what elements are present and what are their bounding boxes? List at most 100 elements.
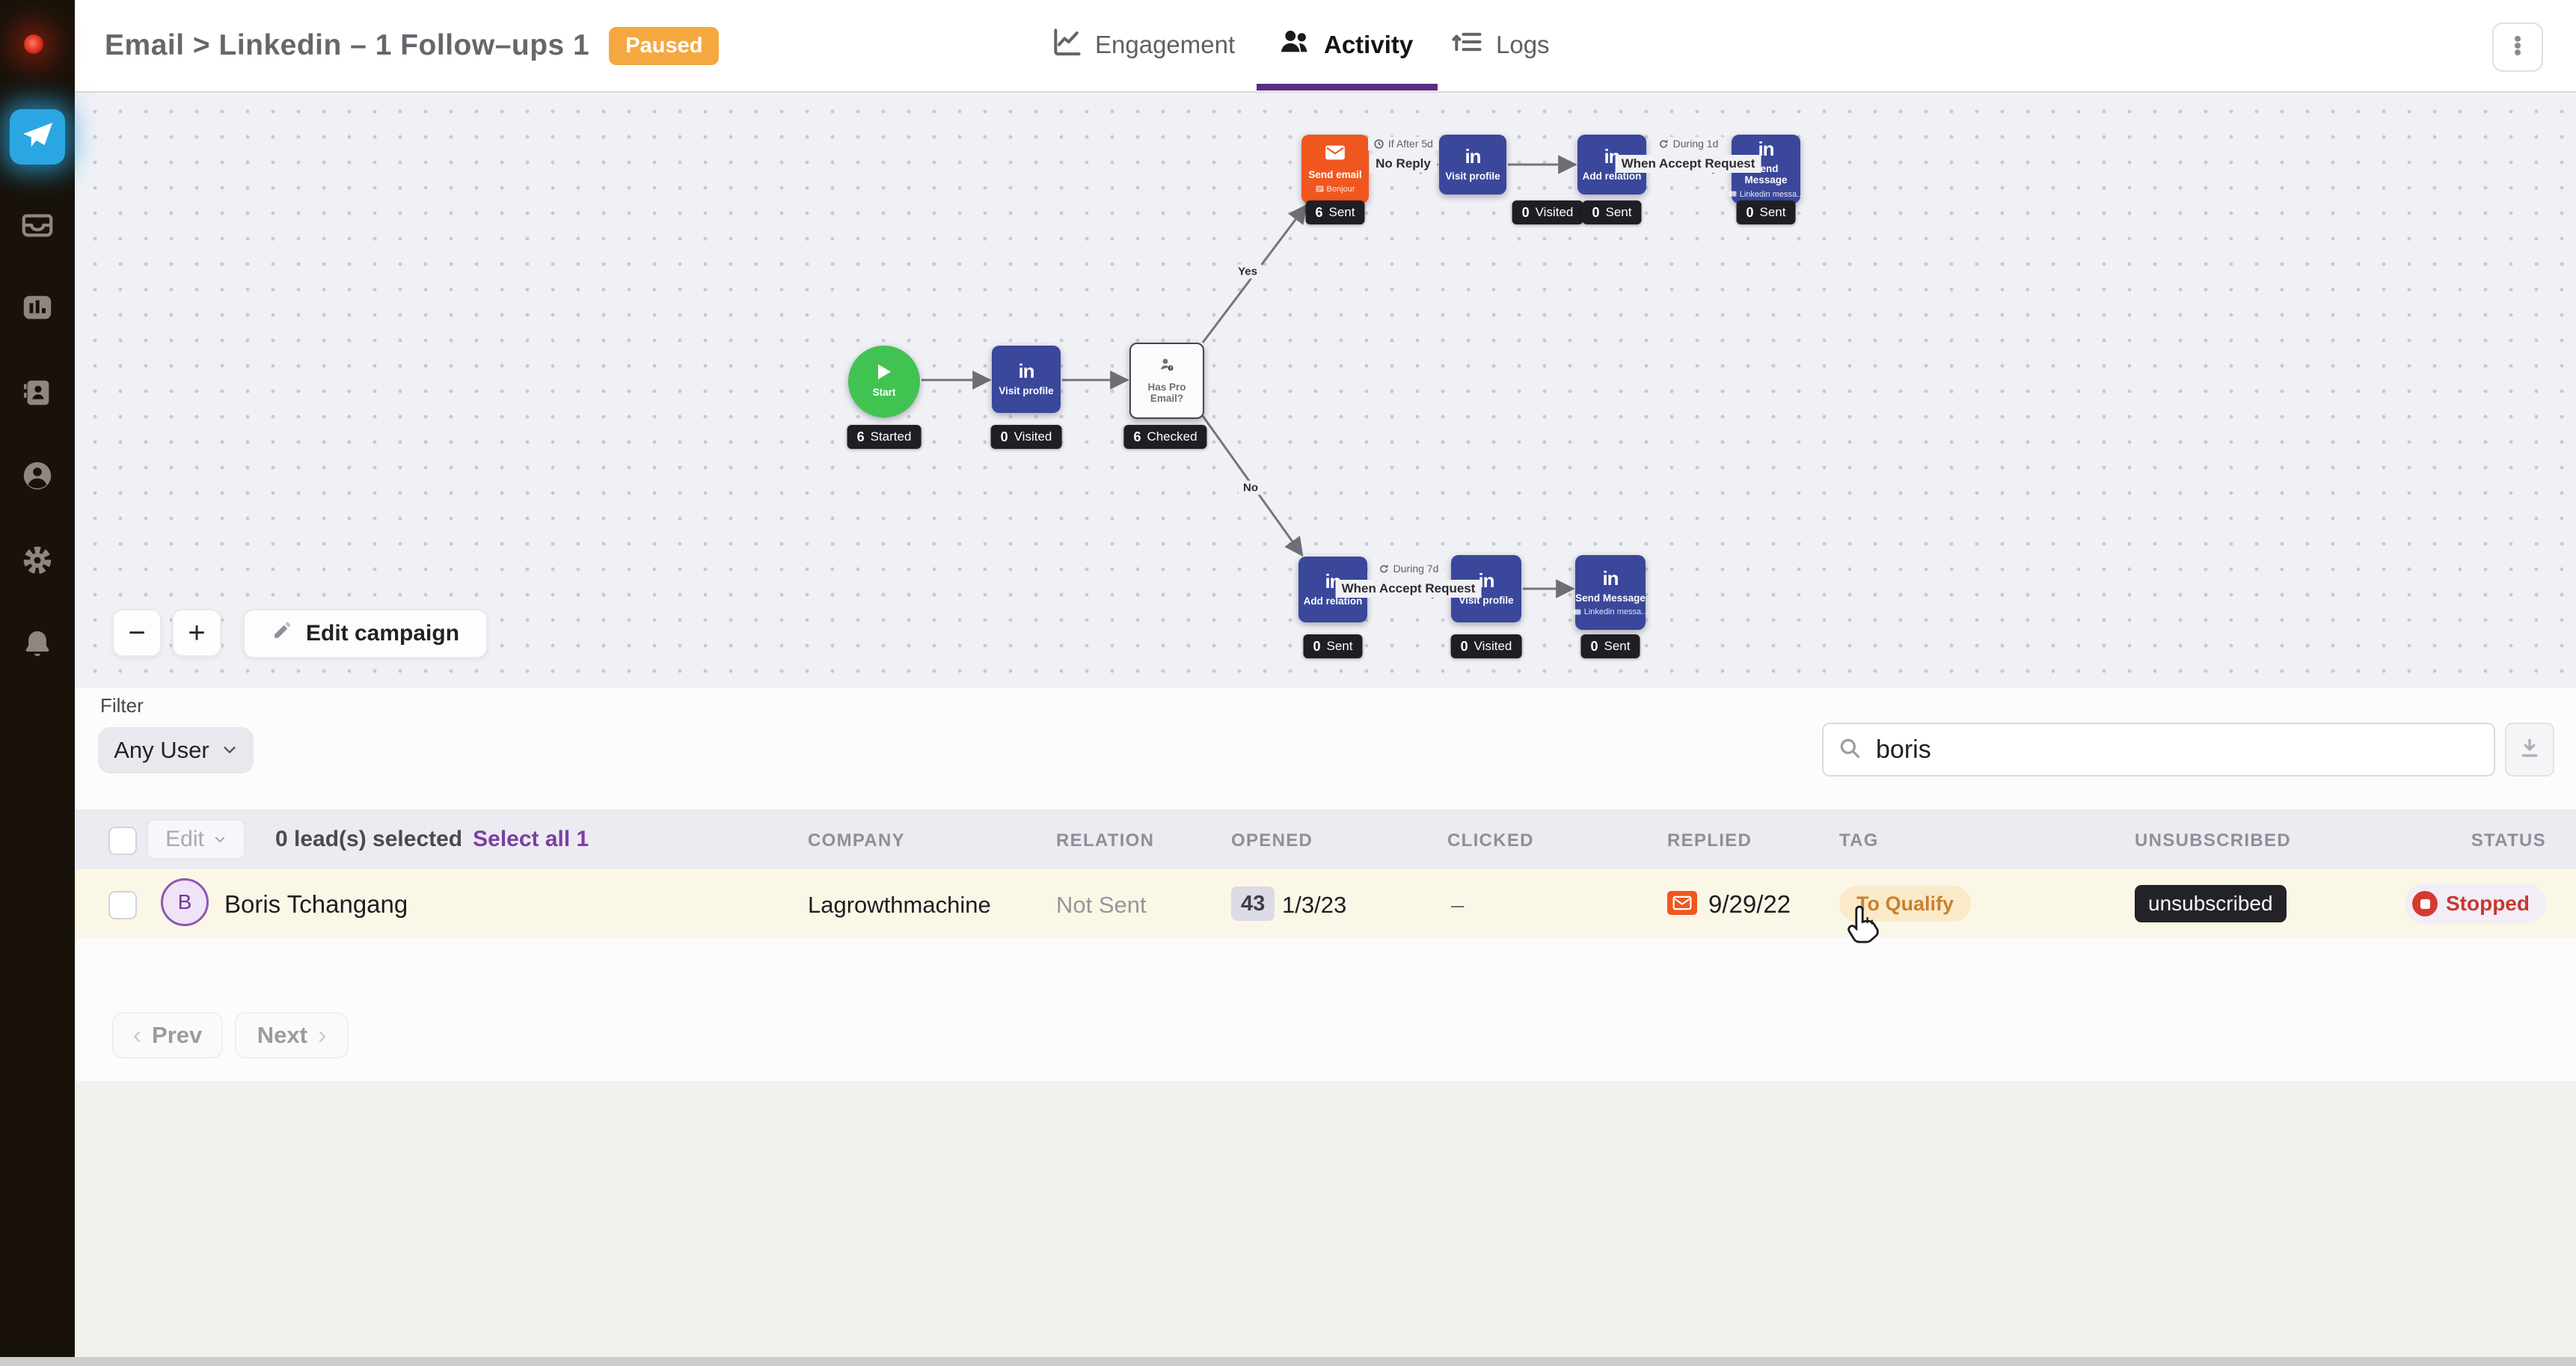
pencil-icon bbox=[272, 620, 292, 647]
export-button[interactable] bbox=[2505, 723, 2554, 777]
filter-label: Filter bbox=[100, 694, 144, 717]
zoom-in-button[interactable]: + bbox=[172, 609, 221, 657]
envelope-icon bbox=[1325, 144, 1346, 165]
refresh-icon bbox=[1380, 564, 1388, 573]
column-header-clicked: CLICKED bbox=[1447, 830, 1534, 851]
sidebar-item-settings[interactable] bbox=[19, 544, 55, 580]
footer-area bbox=[75, 1081, 2576, 1357]
sidebar-item-notifications[interactable] bbox=[19, 628, 55, 664]
user-filter-select[interactable]: Any User bbox=[98, 727, 254, 774]
sidebar-item-reports[interactable] bbox=[19, 291, 55, 327]
flow-node-send-message-2[interactable]: in Send Message Linkedin messa... bbox=[1573, 555, 1648, 630]
edge-condition: If After 5d bbox=[1368, 137, 1438, 150]
flow-node-has-pro-email[interactable]: ? Has Pro Email? bbox=[1129, 343, 1204, 419]
leads-panel: Filter Any User Edit bbox=[75, 688, 2576, 1081]
message-icon bbox=[1573, 609, 1581, 615]
people-icon bbox=[1278, 25, 1312, 65]
search-icon bbox=[1837, 735, 1862, 765]
status-badge: Paused bbox=[609, 26, 720, 65]
edge-condition: During 1d bbox=[1652, 137, 1724, 150]
next-page-button[interactable]: Next › bbox=[235, 1012, 349, 1059]
flow-node-visit-profile-2[interactable]: in Visit profile bbox=[1439, 135, 1506, 195]
clock-icon bbox=[1374, 138, 1384, 149]
download-icon bbox=[2518, 736, 2542, 764]
chevron-down-icon bbox=[221, 737, 238, 764]
edge-condition: During 7d bbox=[1373, 562, 1444, 575]
message-icon bbox=[1729, 191, 1737, 197]
zoom-out-button[interactable]: − bbox=[112, 609, 162, 657]
tab-label: Activity bbox=[1324, 31, 1414, 58]
tab-label: Engagement bbox=[1095, 31, 1236, 58]
top-bar: Email > Linkedin – 1 Follow–ups 1 Paused… bbox=[75, 0, 2576, 93]
flow-node-send-email[interactable]: Send email Bonjour bbox=[1301, 135, 1369, 203]
sidebar-item-inbox[interactable] bbox=[19, 209, 55, 245]
replied-date: 9/29/22 bbox=[1708, 890, 1791, 918]
column-header-unsubscribed: UNSUBSCRIBED bbox=[2135, 830, 2291, 851]
select-all-link[interactable]: Select all 1 bbox=[473, 827, 589, 851]
tab-activity[interactable]: Activity bbox=[1278, 0, 1413, 90]
tab-engagement[interactable]: Engagement bbox=[1050, 0, 1235, 90]
bell-icon bbox=[20, 627, 55, 665]
opened-count-badge: 43 bbox=[1231, 886, 1275, 921]
chevron-down-icon bbox=[213, 827, 227, 852]
sidebar-item-contacts[interactable] bbox=[19, 376, 55, 412]
selection-summary: 0 lead(s) selected Select all 1 bbox=[275, 809, 589, 869]
recording-indicator-icon bbox=[24, 34, 43, 54]
line-chart-icon bbox=[1050, 25, 1083, 64]
flow-node-visit-profile-1[interactable]: in Visit profile bbox=[992, 346, 1061, 413]
bar-chart-icon bbox=[20, 290, 55, 328]
selected-count-text: 0 lead(s) selected bbox=[275, 827, 463, 851]
refresh-icon bbox=[1660, 139, 1668, 148]
edge-label: No Reply bbox=[1370, 155, 1437, 173]
play-icon bbox=[877, 364, 891, 380]
branch-label-yes: Yes bbox=[1233, 264, 1262, 279]
linkedin-icon: in bbox=[1602, 566, 1619, 589]
lead-relation: Not Sent bbox=[1056, 892, 1147, 918]
breadcrumb: Email > Linkedin – 1 Follow–ups 1 Paused bbox=[105, 0, 720, 91]
table-row[interactable]: B Boris Tchangang Lagrowthmachine Not Se… bbox=[75, 869, 2576, 938]
more-options-button[interactable] bbox=[2492, 22, 2543, 72]
opened-date: 1/3/23 bbox=[1282, 892, 1347, 918]
row-checkbox[interactable] bbox=[108, 891, 137, 919]
page-title: Email > Linkedin – 1 Follow–ups 1 bbox=[105, 29, 590, 61]
window-bottom-edge bbox=[0, 1357, 2576, 1366]
flow-node-start[interactable]: Start bbox=[848, 346, 920, 417]
tab-logs[interactable]: Logs bbox=[1451, 0, 1550, 90]
address-book-icon bbox=[20, 376, 55, 414]
avatar: B bbox=[161, 878, 209, 926]
sidebar-item-account[interactable] bbox=[19, 459, 55, 495]
linkedin-icon: in bbox=[1478, 569, 1494, 592]
chevron-right-icon: › bbox=[317, 1020, 327, 1050]
column-header-tag: TAG bbox=[1839, 830, 1879, 851]
template-icon bbox=[1316, 186, 1323, 192]
sidebar-item-campaigns[interactable] bbox=[10, 109, 65, 165]
lead-company: Lagrowthmachine bbox=[808, 892, 991, 918]
bulk-edit-button[interactable]: Edit bbox=[147, 819, 245, 860]
edit-campaign-button[interactable]: Edit campaign bbox=[243, 609, 488, 658]
prev-page-button[interactable]: ‹ Prev bbox=[112, 1012, 223, 1059]
select-all-checkbox[interactable] bbox=[108, 827, 137, 855]
branch-label-no: No bbox=[1239, 480, 1263, 495]
search-input[interactable] bbox=[1874, 734, 2461, 765]
table-header: Edit 0 lead(s) selected Select all 1 COM… bbox=[75, 809, 2576, 869]
edge-label: When Accept Request bbox=[1335, 580, 1482, 598]
stop-icon bbox=[2412, 891, 2438, 916]
logs-icon bbox=[1451, 25, 1484, 64]
chevron-left-icon: ‹ bbox=[132, 1020, 142, 1050]
kebab-icon bbox=[2503, 31, 2533, 64]
inbox-icon bbox=[20, 208, 55, 246]
flow-node-add-relation-2[interactable]: in Add relation bbox=[1298, 557, 1367, 622]
lead-name[interactable]: Boris Tchangang bbox=[224, 890, 408, 918]
person-circle-icon bbox=[20, 459, 55, 497]
